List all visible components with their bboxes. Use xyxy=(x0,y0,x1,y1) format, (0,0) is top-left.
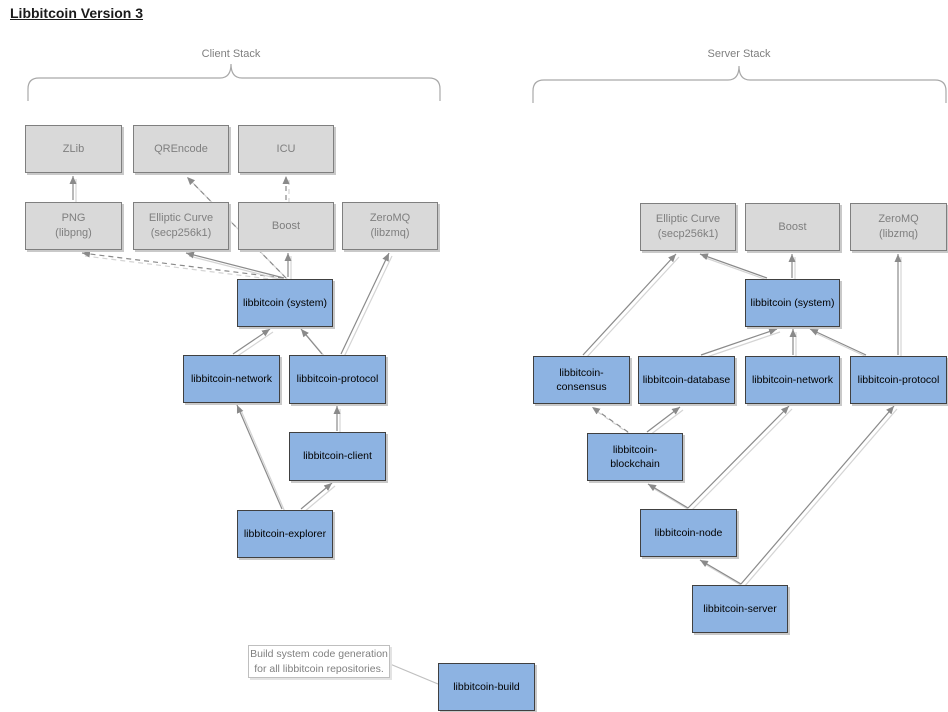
node-libbitcoin-system-client: libbitcoin (system) xyxy=(237,279,333,327)
node-libbitcoin-network-server: libbitcoin-network xyxy=(745,356,840,404)
build-note: Build system code generation for all lib… xyxy=(248,645,390,678)
edge-protocol_server-to-zeromq_server xyxy=(894,254,902,358)
edge-system_server-to-elliptic_curve_server xyxy=(699,253,771,282)
node-libbitcoin-protocol-server: libbitcoin-protocol xyxy=(850,356,947,404)
node-zeromq-server: ZeroMQ (libzmq) xyxy=(850,203,947,251)
edge-database-to-system_server xyxy=(700,328,781,359)
edge-node-to-network_server xyxy=(687,405,793,512)
server-stack-brace xyxy=(532,65,947,103)
node-libbitcoin-system-server: libbitcoin (system) xyxy=(745,279,840,327)
edge-client-to-protocol_client xyxy=(333,406,341,434)
node-libbitcoin-protocol-client: libbitcoin-protocol xyxy=(289,355,386,404)
node-libbitcoin-blockchain: libbitcoin- blockchain xyxy=(587,433,683,481)
edge-boost_client-to-icu-dashed xyxy=(282,176,290,203)
edge-node-to-blockchain xyxy=(647,483,692,512)
edge-system_client-to-qrencode-dashed xyxy=(186,176,290,282)
node-png-libpng: PNG (libpng) xyxy=(25,202,122,250)
edge-explorer-to-client xyxy=(300,482,336,513)
edge-protocol_server-to-system_server xyxy=(809,328,870,359)
edge-explorer-to-network_client xyxy=(236,404,286,513)
node-libbitcoin-database: libbitcoin-database xyxy=(638,356,735,404)
node-libbitcoin-build: libbitcoin-build xyxy=(438,663,535,711)
node-elliptic-curve-server: Elliptic Curve (secp256k1) xyxy=(640,203,736,251)
edge-png-to-zlib xyxy=(69,176,77,203)
node-libbitcoin-server: libbitcoin-server xyxy=(692,585,788,633)
edge-system_client-to-elliptic_curve_client xyxy=(185,251,288,282)
edge-blockchain-to-database xyxy=(646,406,684,436)
node-libbitcoin-node: libbitcoin-node xyxy=(640,509,737,557)
edge-network_client-to-system_client xyxy=(232,328,274,358)
edge-protocol_client-to-system_client xyxy=(300,328,326,358)
page-title: Libbitcoin Version 3 xyxy=(10,5,144,21)
node-libbitcoin-consensus: libbitcoin- consensus xyxy=(533,356,630,404)
server-stack-label: Server Stack xyxy=(707,48,771,60)
node-zlib: ZLib xyxy=(25,125,122,173)
node-elliptic-curve-client: Elliptic Curve (secp256k1) xyxy=(133,202,229,250)
edge-blockchain-to-consensus-dashed xyxy=(591,406,632,436)
edge-system_client-to-png-dashed xyxy=(81,250,287,282)
node-boost-server: Boost xyxy=(745,203,840,251)
node-boost-client: Boost xyxy=(238,202,334,250)
node-libbitcoin-explorer: libbitcoin-explorer xyxy=(237,510,333,558)
client-stack-label: Client Stack xyxy=(201,48,261,60)
node-zeromq-client: ZeroMQ (libzmq) xyxy=(342,202,438,250)
client-stack-brace xyxy=(27,63,441,101)
node-libbitcoin-client: libbitcoin-client xyxy=(289,432,386,481)
edge-note-to-build xyxy=(389,663,439,685)
edge-protocol_client-to-zeromq_client xyxy=(340,252,393,358)
edge-system_server-to-boost_server xyxy=(788,254,796,281)
edge-consensus-to-elliptic_curve_server xyxy=(582,253,680,359)
edge-system_client-to-boost_client xyxy=(284,253,292,280)
node-libbitcoin-network-client: libbitcoin-network xyxy=(183,355,280,403)
edge-server-to-protocol_server xyxy=(740,405,898,588)
node-icu: ICU xyxy=(238,125,334,173)
node-qrencode: QREncode xyxy=(133,125,229,173)
edge-server-to-node xyxy=(699,559,745,588)
edge-network_server-to-system_server xyxy=(789,329,797,358)
